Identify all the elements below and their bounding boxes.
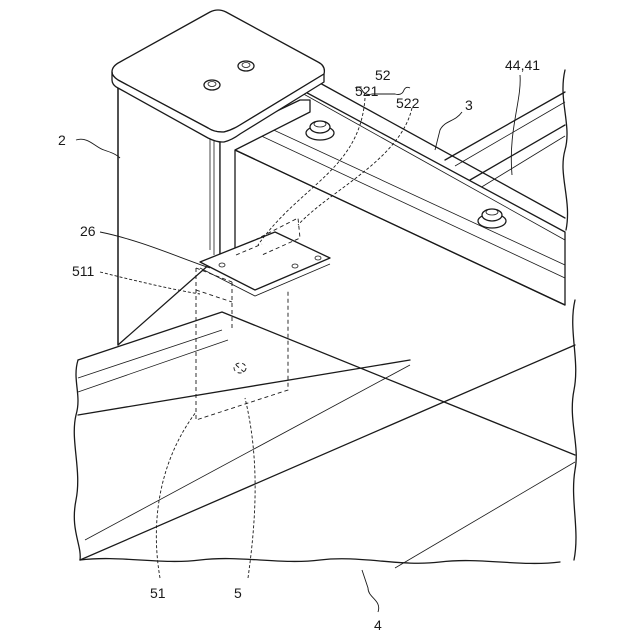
label-beam-bundle: 44,41 xyxy=(505,57,540,73)
label-upper-flange-b: 522 xyxy=(396,95,420,111)
label-post-notch: 26 xyxy=(80,223,96,239)
label-upper-flange-a: 521 xyxy=(355,83,379,99)
label-post: 2 xyxy=(58,132,66,148)
label-crossbeam: 3 xyxy=(465,97,473,113)
label-lower-flange: 511 xyxy=(72,263,95,279)
label-deck: 4 xyxy=(374,617,382,633)
label-bracket-assembly: 5 xyxy=(234,585,242,601)
lower-bracket xyxy=(196,268,288,420)
label-lower-bracket: 51 xyxy=(150,585,166,601)
label-upper-bracket: 52 xyxy=(375,67,391,83)
deck-beam xyxy=(74,300,576,568)
